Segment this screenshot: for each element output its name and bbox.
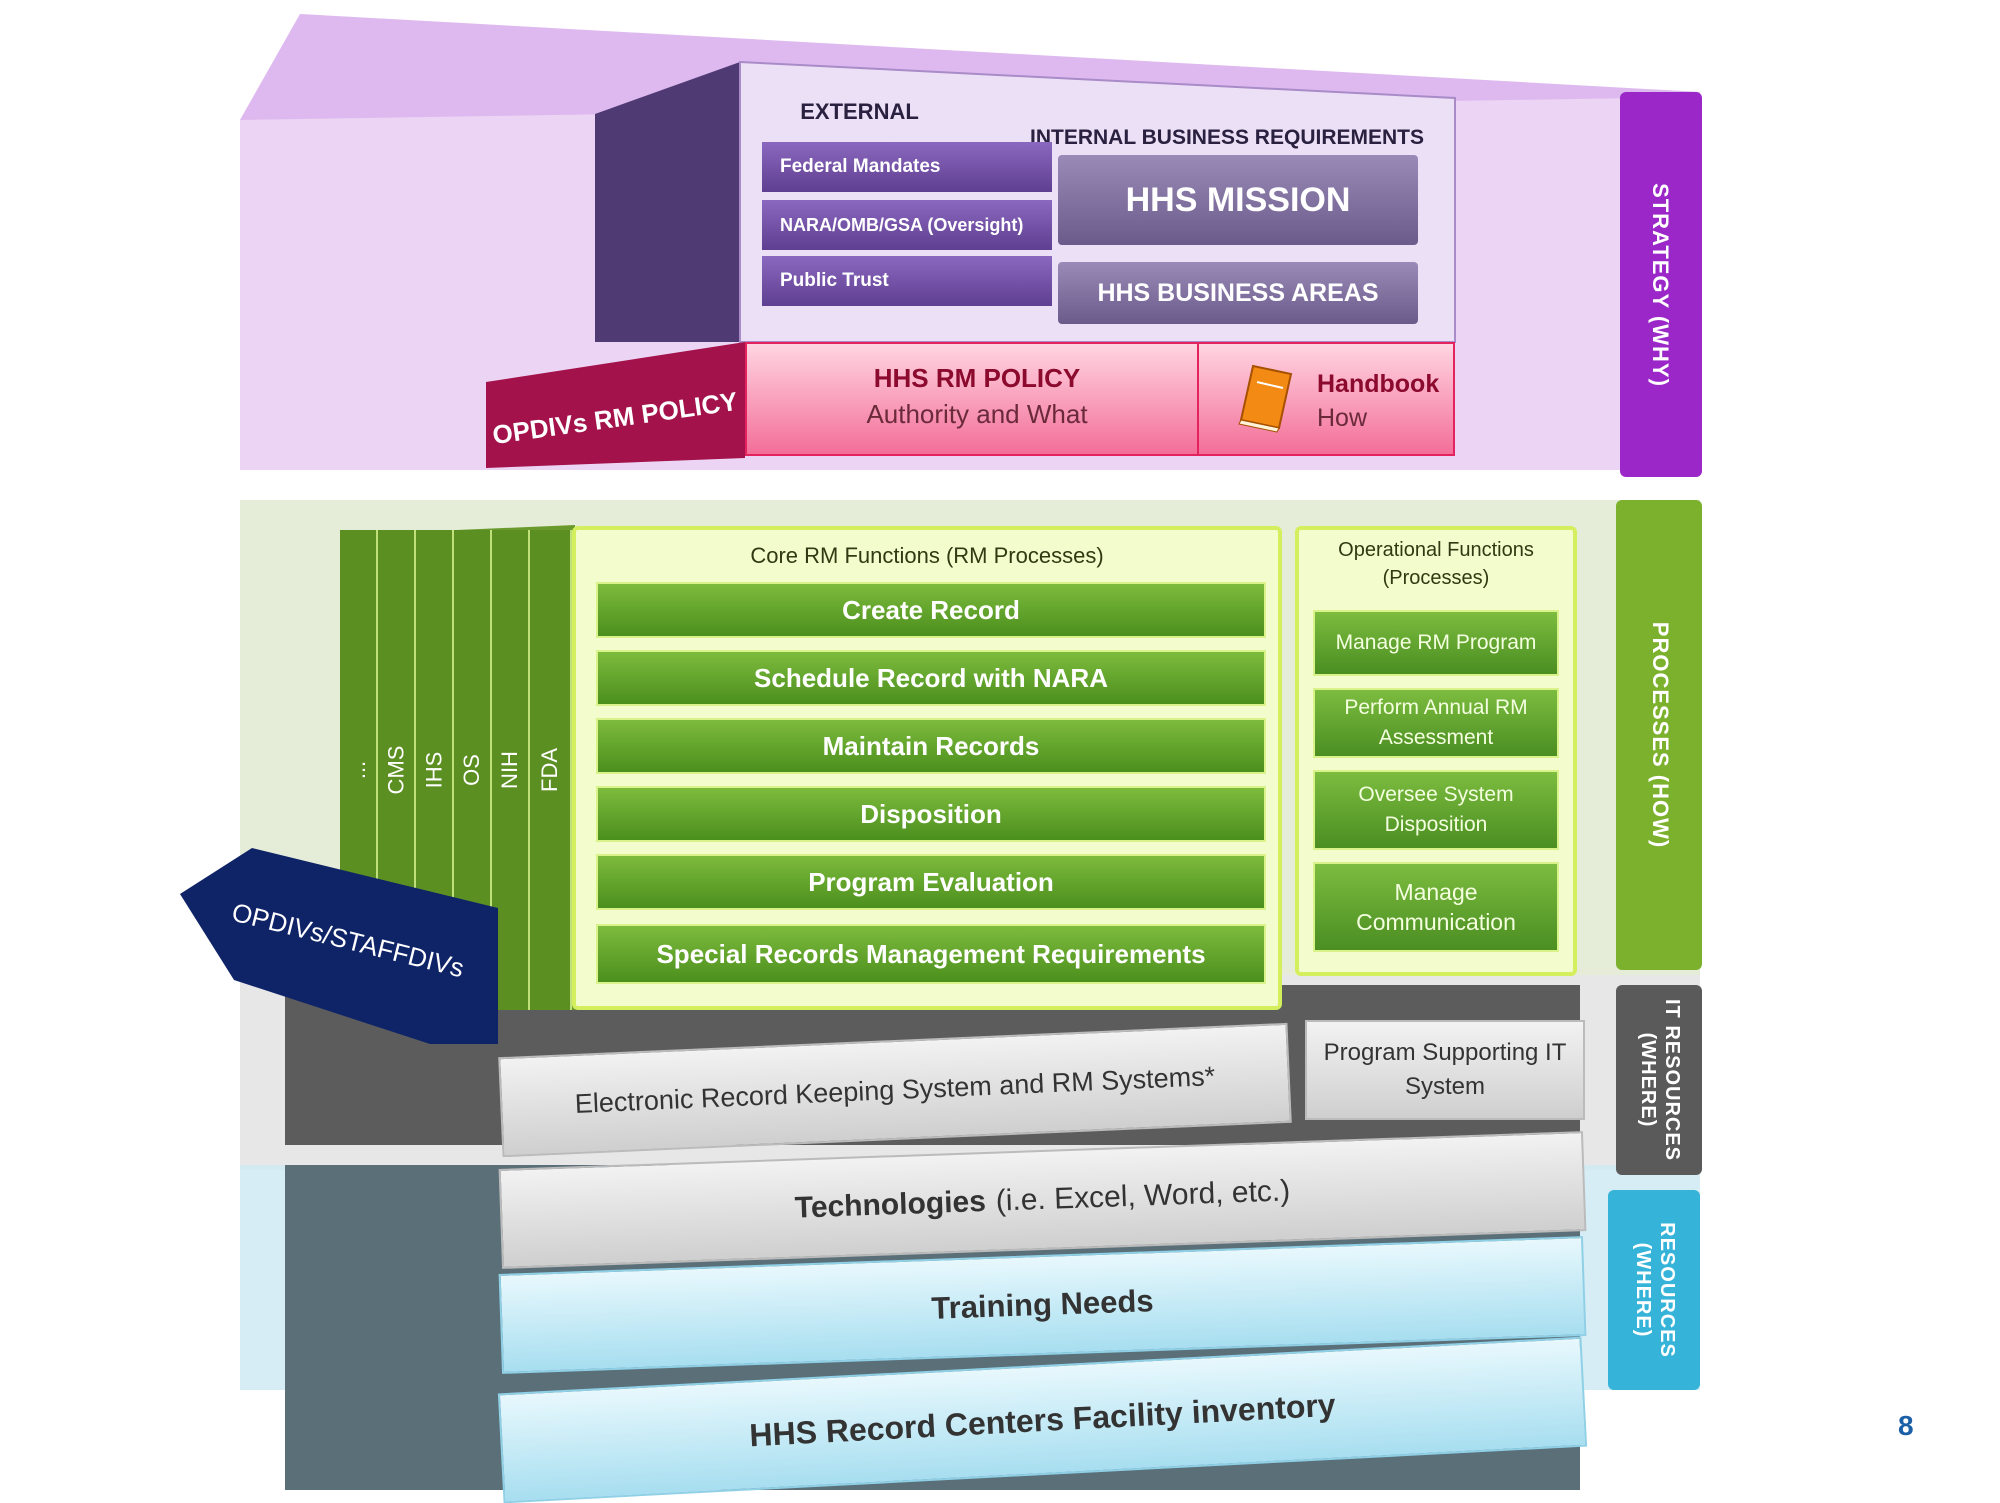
it-side-label: IT RESOURCES (WHERE) (1637, 998, 1683, 1162)
internal-header: INTERNAL BUSINESS REQUIREMENTS (1030, 126, 1424, 149)
opdiv-col-nih: NIH (492, 530, 530, 1010)
resources-side-label: RESOURCES (WHERE) (1632, 1222, 1678, 1358)
core-schedule-record: Schedule Record with NARA (596, 650, 1266, 706)
resources-side-bar (1608, 1190, 1700, 1390)
book-icon (1235, 362, 1295, 434)
page-number: 8 (1898, 1410, 1914, 1441)
mandate-federal: Federal Mandates (762, 142, 1052, 192)
hhs-business-areas: HHS BUSINESS AREAS (1058, 262, 1418, 324)
external-header: EXTERNAL (800, 99, 919, 124)
core-create-record: Create Record (596, 582, 1266, 638)
core-program-evaluation: Program Evaluation (596, 854, 1266, 910)
hhs-rm-policy-subtitle: Authority and What (866, 398, 1088, 429)
handbook-subtitle: How (1317, 404, 1368, 432)
op-manage-rm-program: Manage RM Program (1313, 610, 1559, 676)
it-side-bar (1616, 985, 1702, 1175)
strategy-side-label: STRATEGY (WHY) (1648, 183, 1673, 387)
program-it-system-box: Program Supporting IT System (1305, 1020, 1585, 1120)
core-disposition: Disposition (596, 786, 1266, 842)
core-functions-header: Core RM Functions (RM Processes) (750, 543, 1104, 568)
strategy-side-bar (1620, 92, 1702, 477)
policy-divider (1197, 344, 1199, 454)
hhs-rm-policy-title: HHS RM POLICY (873, 362, 1081, 393)
technologies-sub: (i.e. Excel, Word, etc.) (995, 1174, 1291, 1218)
core-maintain-records: Maintain Records (596, 718, 1266, 774)
op-oversee-disposition: Oversee System Disposition (1313, 770, 1559, 850)
opdiv-col-fda: FDA (530, 530, 572, 1010)
operational-functions-panel: Operational Functions (Processes) Manage… (1295, 526, 1577, 976)
handbook-title: Handbook (1317, 370, 1440, 398)
technologies-main: Technologies (794, 1184, 987, 1225)
hhs-rm-policy-box: HHS RM POLICY Authority and What Handboo… (745, 342, 1455, 456)
opdivs-arrow (180, 848, 498, 1044)
processes-side-label: PROCESSES (HOW) (1648, 621, 1673, 849)
mandate-public-trust: Public Trust (762, 256, 1052, 306)
operational-functions-header: Operational Functions (Processes) (1338, 539, 1534, 589)
core-special-requirements: Special Records Management Requirements (596, 924, 1266, 984)
op-annual-assessment: Perform Annual RM Assessment (1313, 688, 1559, 758)
op-manage-communication: Manage Communication (1313, 862, 1559, 952)
processes-side-bar (1616, 500, 1702, 970)
core-functions-panel: Core RM Functions (RM Processes) Create … (572, 526, 1282, 1010)
mandate-nara: NARA/OMB/GSA (Oversight) (762, 200, 1052, 250)
hhs-mission: HHS MISSION (1058, 155, 1418, 245)
